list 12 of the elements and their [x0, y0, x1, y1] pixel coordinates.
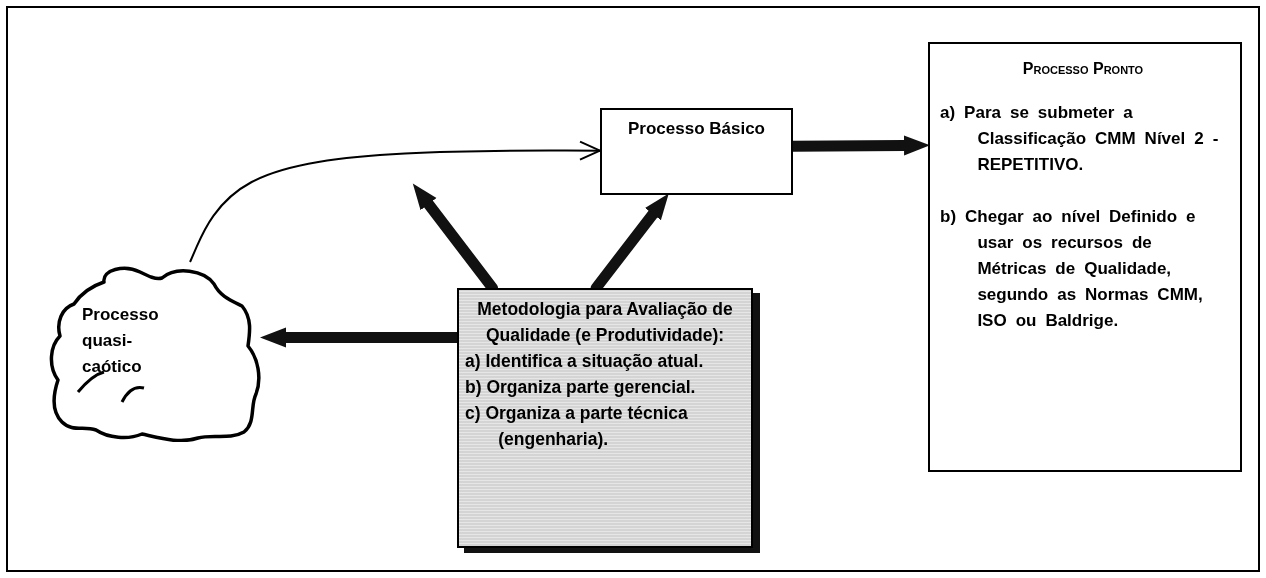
- list-item: a) Para se submeter a Classificação CMM Nível 2 - REPETITIVO.: [940, 102, 1220, 176]
- box-heading: Processo Pronto: [1021, 59, 1145, 79]
- list-item: b) Organiza parte gerencial.: [465, 376, 697, 399]
- process-box: [928, 42, 1242, 472]
- curved-arrow: [189, 140, 601, 263]
- node-text: Processo quasi-caótico: [82, 304, 160, 378]
- list-item: b) Chegar ao nível Definido e usar os recursos de Métricas de Qualidade, segundo as Normas CMM, ISO ou Baldrige.: [940, 206, 1204, 332]
- list-item: a) Identifica a situação atual.: [465, 350, 705, 373]
- process-box: [600, 108, 793, 195]
- node-text: Processo Básico: [627, 118, 766, 140]
- list-item: c) Organiza a parte técnica (engenharia).: [465, 402, 689, 451]
- node-text: Metodologia para Avaliação de Qualidade (e Produtividade):: [476, 298, 734, 347]
